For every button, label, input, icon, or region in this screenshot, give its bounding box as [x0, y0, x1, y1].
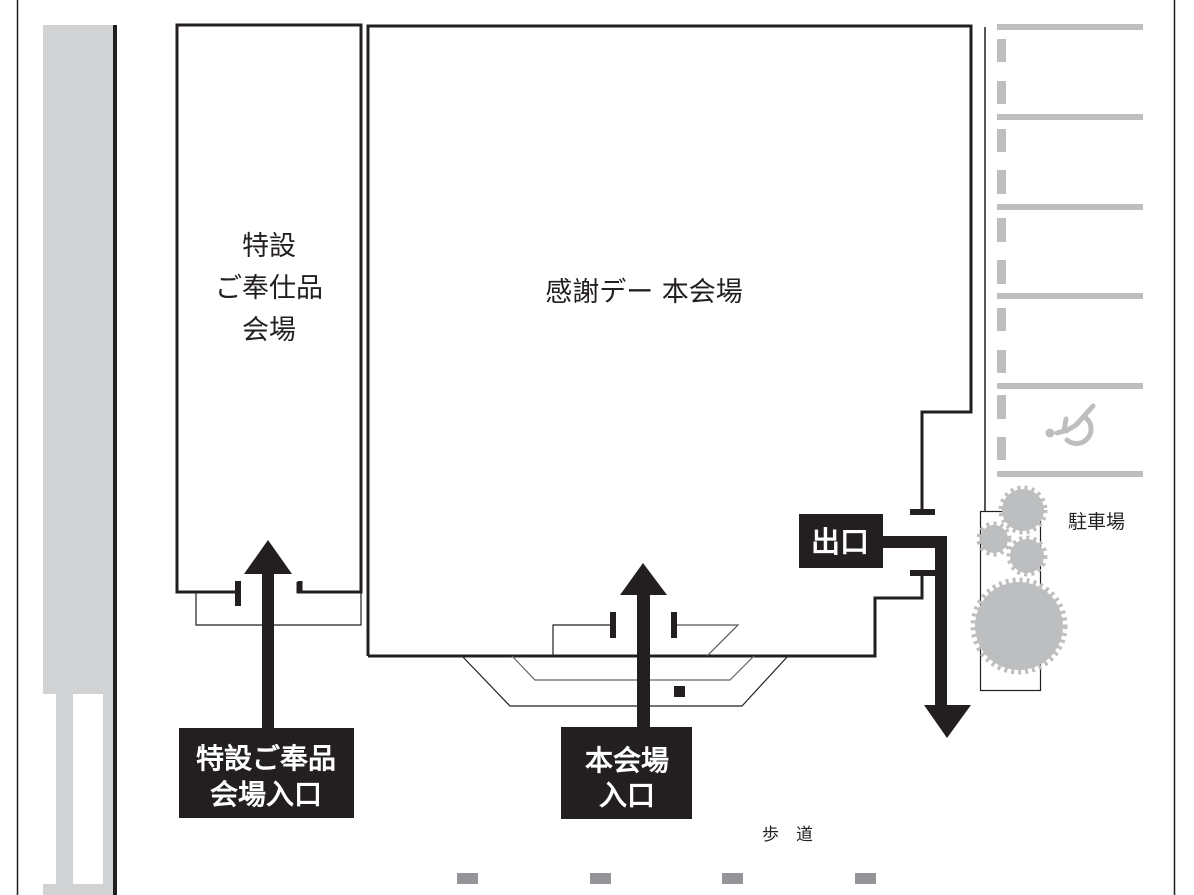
exit-sign: 出口: [799, 514, 883, 568]
exit-label: 出口: [811, 525, 869, 559]
exit-arrow: [880, 536, 971, 738]
road-edge-wall: [113, 25, 117, 895]
main-entrance-sign: 本会場 入口: [561, 727, 692, 819]
arrow-up-icon: [620, 563, 667, 595]
sidewalk-markers: [457, 873, 876, 884]
arrow-down-icon: [924, 705, 971, 738]
parking-dash-marks: [997, 39, 1006, 460]
road-band-gap-left: [43, 694, 56, 884]
main-hall-label: 感謝デー 本会場: [545, 277, 743, 308]
road-band: [43, 25, 117, 895]
special-entrance-label-2: 会場入口: [210, 778, 322, 811]
special-hall-label-1: 特設: [242, 231, 296, 262]
road-band-gap-right: [73, 694, 103, 884]
special-hall-label-2: ご奉仕品: [215, 273, 323, 304]
main-entrance-label-2: 入口: [599, 779, 655, 812]
sidewalk-label: 歩 道: [762, 825, 813, 845]
tree-serration: [970, 485, 1068, 675]
main-entrance-arrow: [620, 563, 667, 729]
special-entrance-arrow: [244, 540, 292, 732]
wheelchair-icon: [1045, 403, 1096, 446]
special-hall-label-3: 会場: [242, 315, 296, 346]
special-entrance-label-1: 特設ご奉品: [196, 742, 336, 775]
step-marker: [674, 686, 685, 697]
tree-icon: [975, 489, 1063, 670]
main-entrance-label-1: 本会場: [585, 744, 669, 777]
special-hall: 特設 ご奉仕品 会場: [175, 23, 363, 626]
arrow-up-icon: [244, 540, 292, 574]
main-hall: 感謝デー 本会場: [366, 24, 973, 707]
parking-area: 駐車場: [970, 24, 1143, 692]
parking-label: 駐車場: [1068, 511, 1125, 533]
special-entrance-sign: 特設ご奉品 会場入口: [179, 728, 354, 818]
